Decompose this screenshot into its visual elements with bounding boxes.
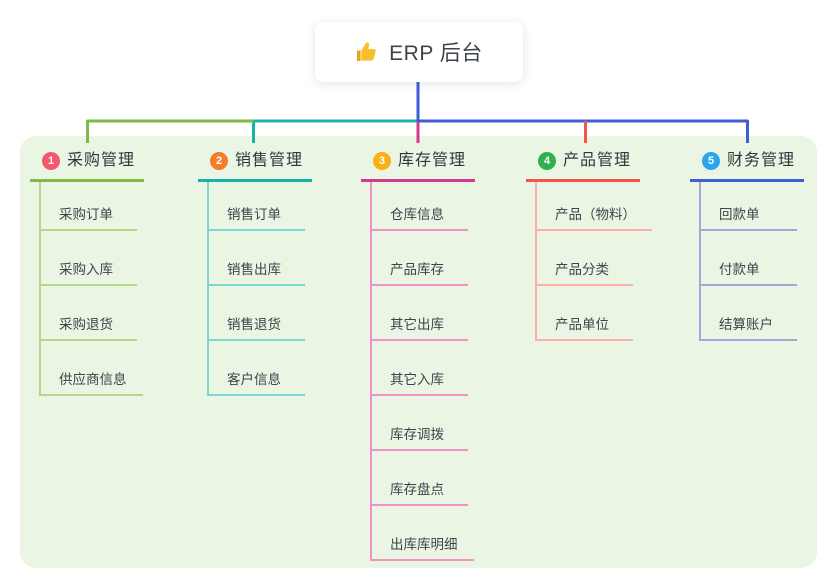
branch-5-children: 回款单付款单结算账户 (699, 182, 797, 341)
child-node[interactable]: 出库库明细 (372, 506, 474, 561)
thumbs-up-icon (357, 42, 376, 61)
child-node[interactable]: 结算账户 (701, 286, 797, 341)
branch-4-children: 产品（物料）产品分类产品单位 (535, 182, 652, 341)
child-node[interactable]: 销售订单 (209, 182, 305, 231)
child-node[interactable]: 付款单 (701, 231, 797, 286)
child-node[interactable]: 回款单 (701, 182, 797, 231)
branch-5-label: 财务管理 (727, 152, 796, 169)
branch-2-label: 销售管理 (235, 152, 304, 169)
child-node[interactable]: 采购退货 (41, 286, 137, 341)
child-node[interactable]: 销售出库 (209, 231, 305, 286)
branch-3-children: 仓库信息产品库存其它出库其它入库库存调拨库存盘点出库库明细 (370, 182, 474, 561)
branch-2-children: 销售订单销售出库销售退货客户信息 (207, 182, 305, 396)
child-node[interactable]: 仓库信息 (372, 182, 468, 231)
branch-5: 5 财务管理回款单付款单结算账户 (690, 150, 804, 341)
child-node[interactable]: 库存调拨 (372, 396, 468, 451)
branch-5-number-badge: 5 (702, 151, 720, 170)
child-node[interactable]: 产品单位 (537, 286, 633, 341)
child-node[interactable]: 产品库存 (372, 231, 468, 286)
branch-3-heading[interactable]: 3 库存管理 (361, 150, 475, 182)
child-node[interactable]: 产品（物料） (537, 182, 652, 231)
branch-4-label: 产品管理 (563, 152, 632, 169)
child-node[interactable]: 客户信息 (209, 341, 305, 396)
branch-4-heading[interactable]: 4 产品管理 (526, 150, 640, 182)
branch-4: 4 产品管理产品（物料）产品分类产品单位 (526, 150, 652, 341)
branch-3-number-badge: 3 (373, 151, 391, 170)
branch-2-heading[interactable]: 2 销售管理 (198, 150, 312, 182)
child-node[interactable]: 供应商信息 (41, 341, 143, 396)
branch-2: 2 销售管理销售订单销售出库销售退货客户信息 (198, 150, 312, 396)
branch-3-label: 库存管理 (398, 152, 467, 169)
mindmap-background-panel (20, 136, 817, 568)
branch-2-number-badge: 2 (210, 151, 228, 170)
root-node-title: ERP 后台 (389, 42, 483, 65)
child-node[interactable]: 采购入库 (41, 231, 137, 286)
branch-1-heading[interactable]: 1 采购管理 (30, 150, 144, 182)
branch-5-heading[interactable]: 5 财务管理 (690, 150, 804, 182)
child-node[interactable]: 销售退货 (209, 286, 305, 341)
branch-3: 3 库存管理仓库信息产品库存其它出库其它入库库存调拨库存盘点出库库明细 (361, 150, 475, 561)
branch-1-label: 采购管理 (67, 152, 136, 169)
child-node[interactable]: 库存盘点 (372, 451, 468, 506)
child-node[interactable]: 其它入库 (372, 341, 468, 396)
child-node[interactable]: 其它出库 (372, 286, 468, 341)
root-node[interactable]: ERP 后台 (315, 22, 523, 82)
branch-1: 1 采购管理采购订单采购入库采购退货供应商信息 (30, 150, 144, 396)
child-node[interactable]: 产品分类 (537, 231, 633, 286)
branch-4-number-badge: 4 (538, 151, 556, 170)
branch-1-children: 采购订单采购入库采购退货供应商信息 (39, 182, 143, 396)
child-node[interactable]: 采购订单 (41, 182, 137, 231)
branch-1-number-badge: 1 (42, 151, 60, 170)
